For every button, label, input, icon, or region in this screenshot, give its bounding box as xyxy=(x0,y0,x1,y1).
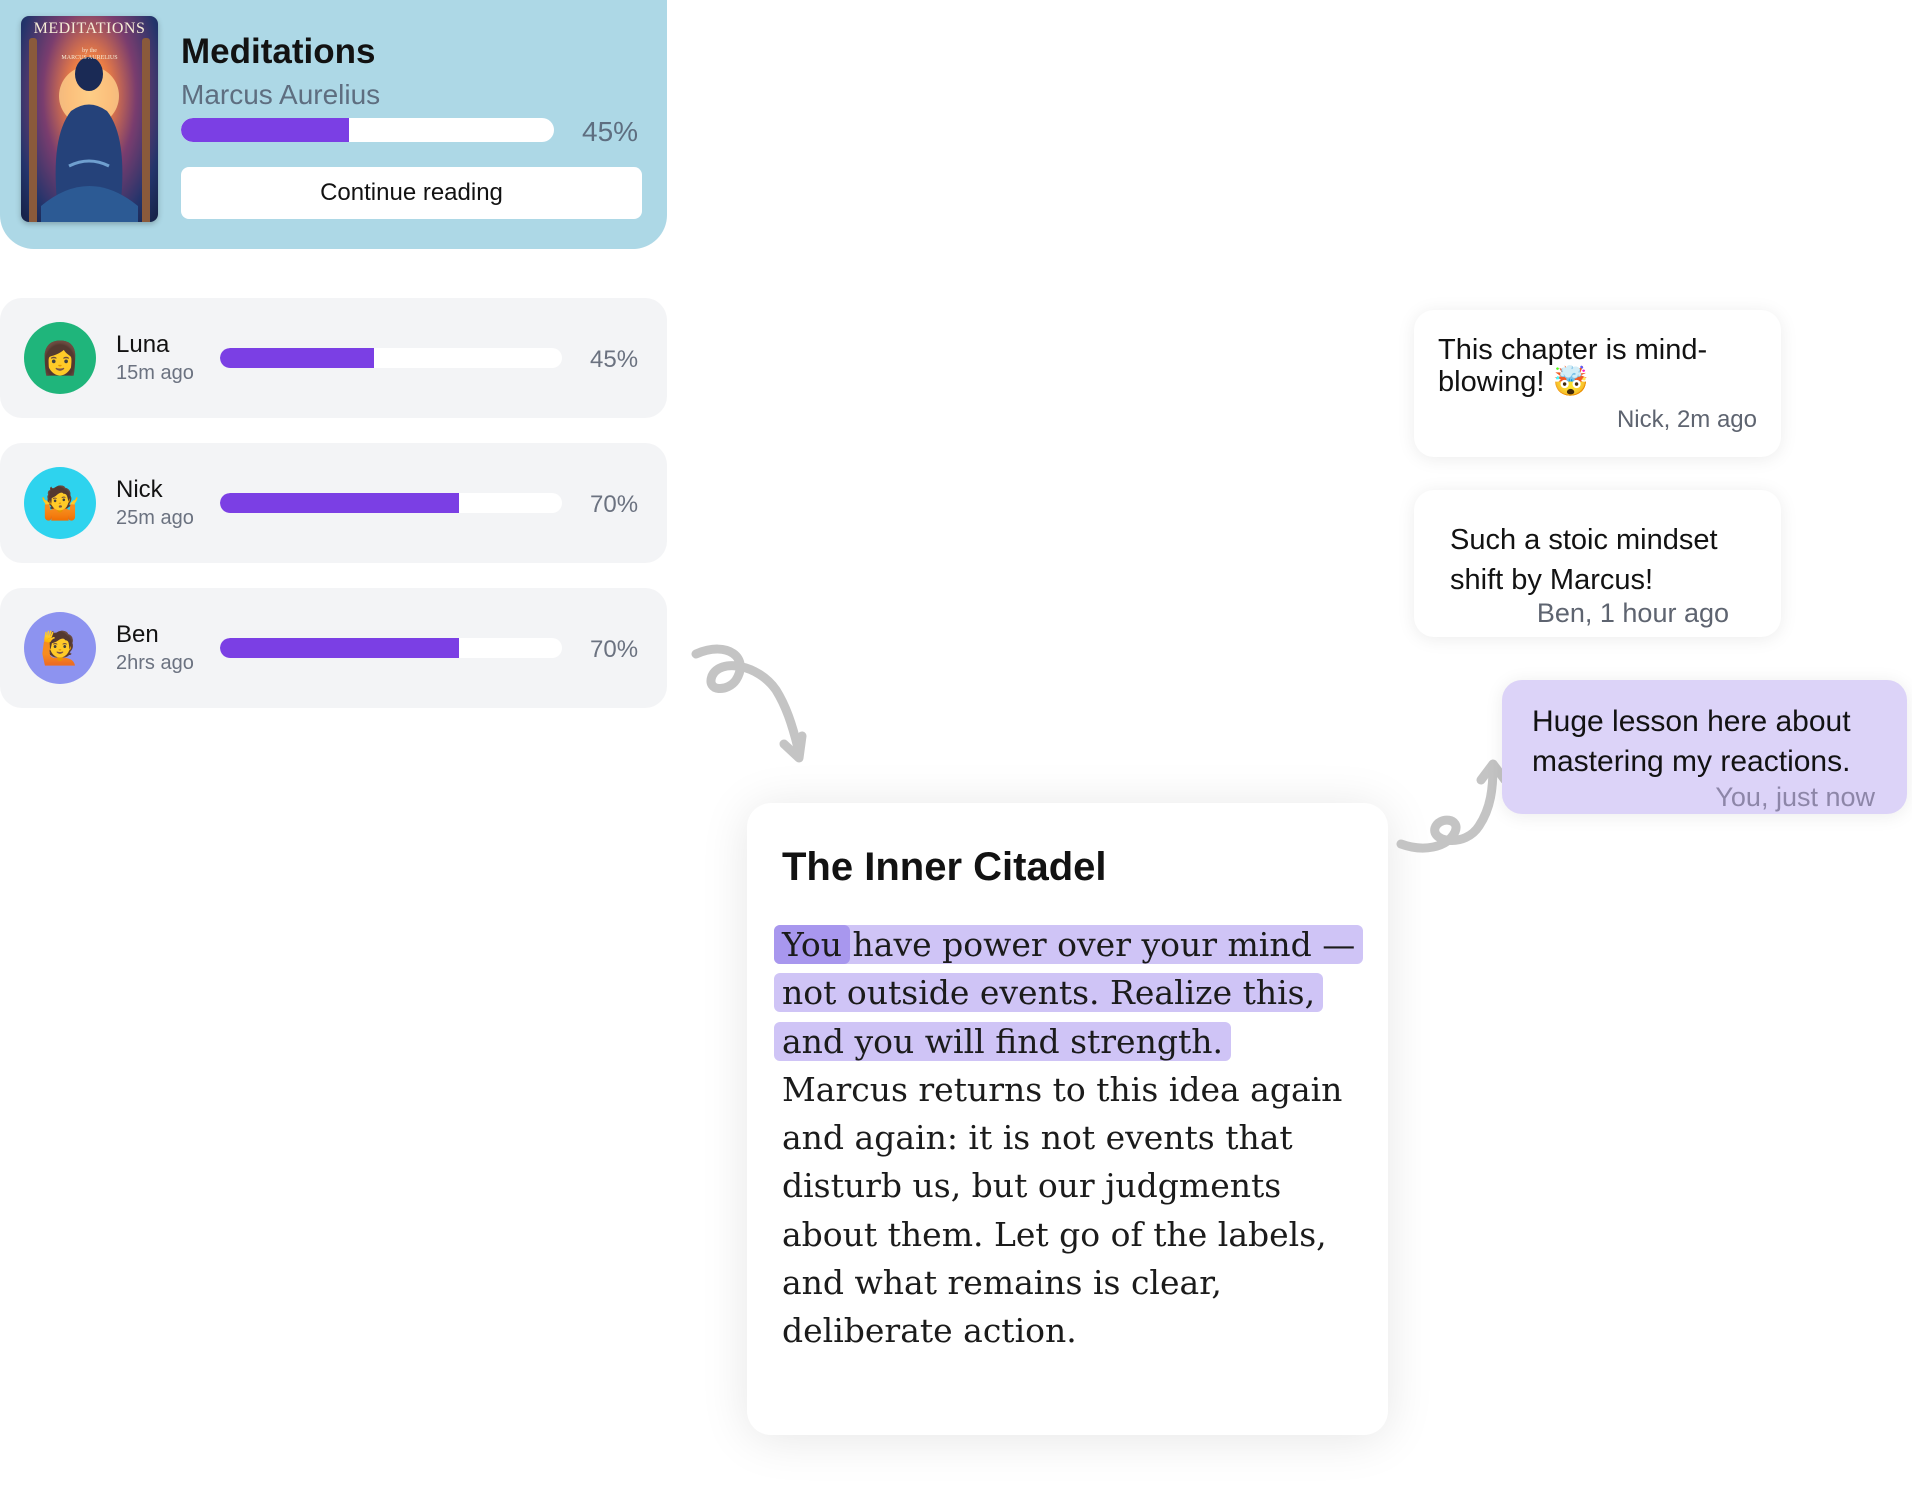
cover-subtitle: by the MARCUS AURELIUS xyxy=(61,48,118,61)
cover-figure-illustration xyxy=(41,57,138,222)
passage-line: about them. Let go of the labels, xyxy=(782,1214,1327,1254)
comment-text: This chapter is mind- blowing! 🤯 xyxy=(1438,334,1707,398)
continue-reading-button[interactable]: Continue reading xyxy=(181,167,642,219)
avatar: 🤷 xyxy=(24,467,96,539)
reader-time: 25m ago xyxy=(116,507,194,529)
highlighted-line[interactable]: and you will find strength. xyxy=(774,1018,1322,1066)
selected-word[interactable]: You xyxy=(774,925,851,964)
cover-pillar-left xyxy=(29,38,37,222)
book-progress-bar xyxy=(181,118,554,142)
comment-bubble-you[interactable]: Huge lesson here about mastering my reac… xyxy=(1502,680,1907,814)
comment-line: shift by Marcus! xyxy=(1450,564,1654,596)
passage-line: disturb us, but our judgments xyxy=(782,1166,1282,1206)
comment-bubble-ben[interactable]: Such a stoic mindset shift by Marcus! Be… xyxy=(1414,490,1781,637)
book-author: Marcus Aurelius xyxy=(181,79,381,110)
reader-name: Luna xyxy=(116,331,170,358)
reader-name: Ben xyxy=(116,621,159,648)
curly-arrow-up-icon xyxy=(1396,759,1509,853)
reader-progress-percent: 45% xyxy=(590,346,639,373)
reader-progress-bar xyxy=(220,348,562,368)
passage-line: and what remains is clear, xyxy=(782,1263,1222,1303)
reader-progress-fill xyxy=(220,493,460,513)
chapter-passage[interactable]: You have power over your mind — not outs… xyxy=(774,921,1364,1356)
woman-emoji-icon: 👩 xyxy=(40,340,80,376)
comment-text: Huge lesson here about mastering my reac… xyxy=(1532,702,1851,782)
reader-row-ben[interactable]: 🙋 Ben 2hrs ago 70% xyxy=(0,588,667,708)
reader-row-nick[interactable]: 🤷 Nick 25m ago 70% xyxy=(0,443,667,563)
highlighted-line[interactable]: not outside events. Realize this, xyxy=(774,969,1324,1017)
curly-arrow-down-icon xyxy=(691,644,807,763)
reader-progress-bar xyxy=(220,638,562,658)
comment-line: This chapter is mind- xyxy=(1438,334,1708,366)
reader-time: 2hrs ago xyxy=(116,652,194,674)
cover-pillar-right xyxy=(142,38,150,222)
avatar: 🙋 xyxy=(24,612,96,684)
cover-title: MEDITATIONS xyxy=(33,20,146,37)
book-progress-percent: 45% xyxy=(582,116,639,147)
book-title: Meditations xyxy=(181,32,376,71)
book-cover-image[interactable]: MEDITATIONS by the MARCUS AURELIUS xyxy=(21,16,158,222)
comment-line: Such a stoic mindset xyxy=(1450,524,1718,556)
highlight-text: and you will find strength. xyxy=(774,1021,1231,1061)
reader-progress-fill xyxy=(220,638,460,658)
comment-line: mastering my reactions. xyxy=(1532,745,1851,778)
man-waving-emoji-icon: 🙋 xyxy=(40,630,80,666)
comment-meta: Nick, 2m ago xyxy=(1616,406,1757,433)
passage-line: Marcus returns to this idea again xyxy=(782,1069,1343,1109)
reader-name: Nick xyxy=(116,476,163,503)
passage-line: and again: it is not events that xyxy=(782,1118,1293,1158)
reader-time: 15m ago xyxy=(116,362,194,384)
highlighted-line[interactable]: You have power over your mind — xyxy=(774,921,1364,969)
passage-line: deliberate action. xyxy=(782,1311,1077,1351)
reader-progress-percent: 70% xyxy=(590,491,639,518)
comment-meta: You, just now xyxy=(1715,782,1875,812)
avatar: 👩 xyxy=(24,322,96,394)
chapter-reading-card: The Inner Citadel You have power over yo… xyxy=(747,803,1388,1435)
chapter-title: The Inner Citadel xyxy=(782,845,1107,889)
man-shrugging-emoji-icon: 🤷 xyxy=(40,485,80,521)
book-progress-fill xyxy=(181,118,349,142)
comment-line: blowing! 🤯 xyxy=(1438,366,1589,398)
reader-row-luna[interactable]: 👩 Luna 15m ago 45% xyxy=(0,298,667,418)
comment-bubble-nick[interactable]: This chapter is mind- blowing! 🤯 Nick, 2… xyxy=(1414,310,1781,457)
comment-text: Such a stoic mindset shift by Marcus! xyxy=(1450,520,1718,600)
highlight-text: have power over your mind — xyxy=(842,925,1356,964)
highlight-text: not outside events. Realize this, xyxy=(774,973,1324,1013)
reader-progress-bar xyxy=(220,493,562,513)
comment-meta: Ben, 1 hour ago xyxy=(1536,598,1729,628)
book-card-tab xyxy=(645,14,667,110)
comment-line: Huge lesson here about xyxy=(1532,705,1851,738)
reader-progress-fill xyxy=(220,348,374,368)
reader-progress-percent: 70% xyxy=(590,636,639,663)
